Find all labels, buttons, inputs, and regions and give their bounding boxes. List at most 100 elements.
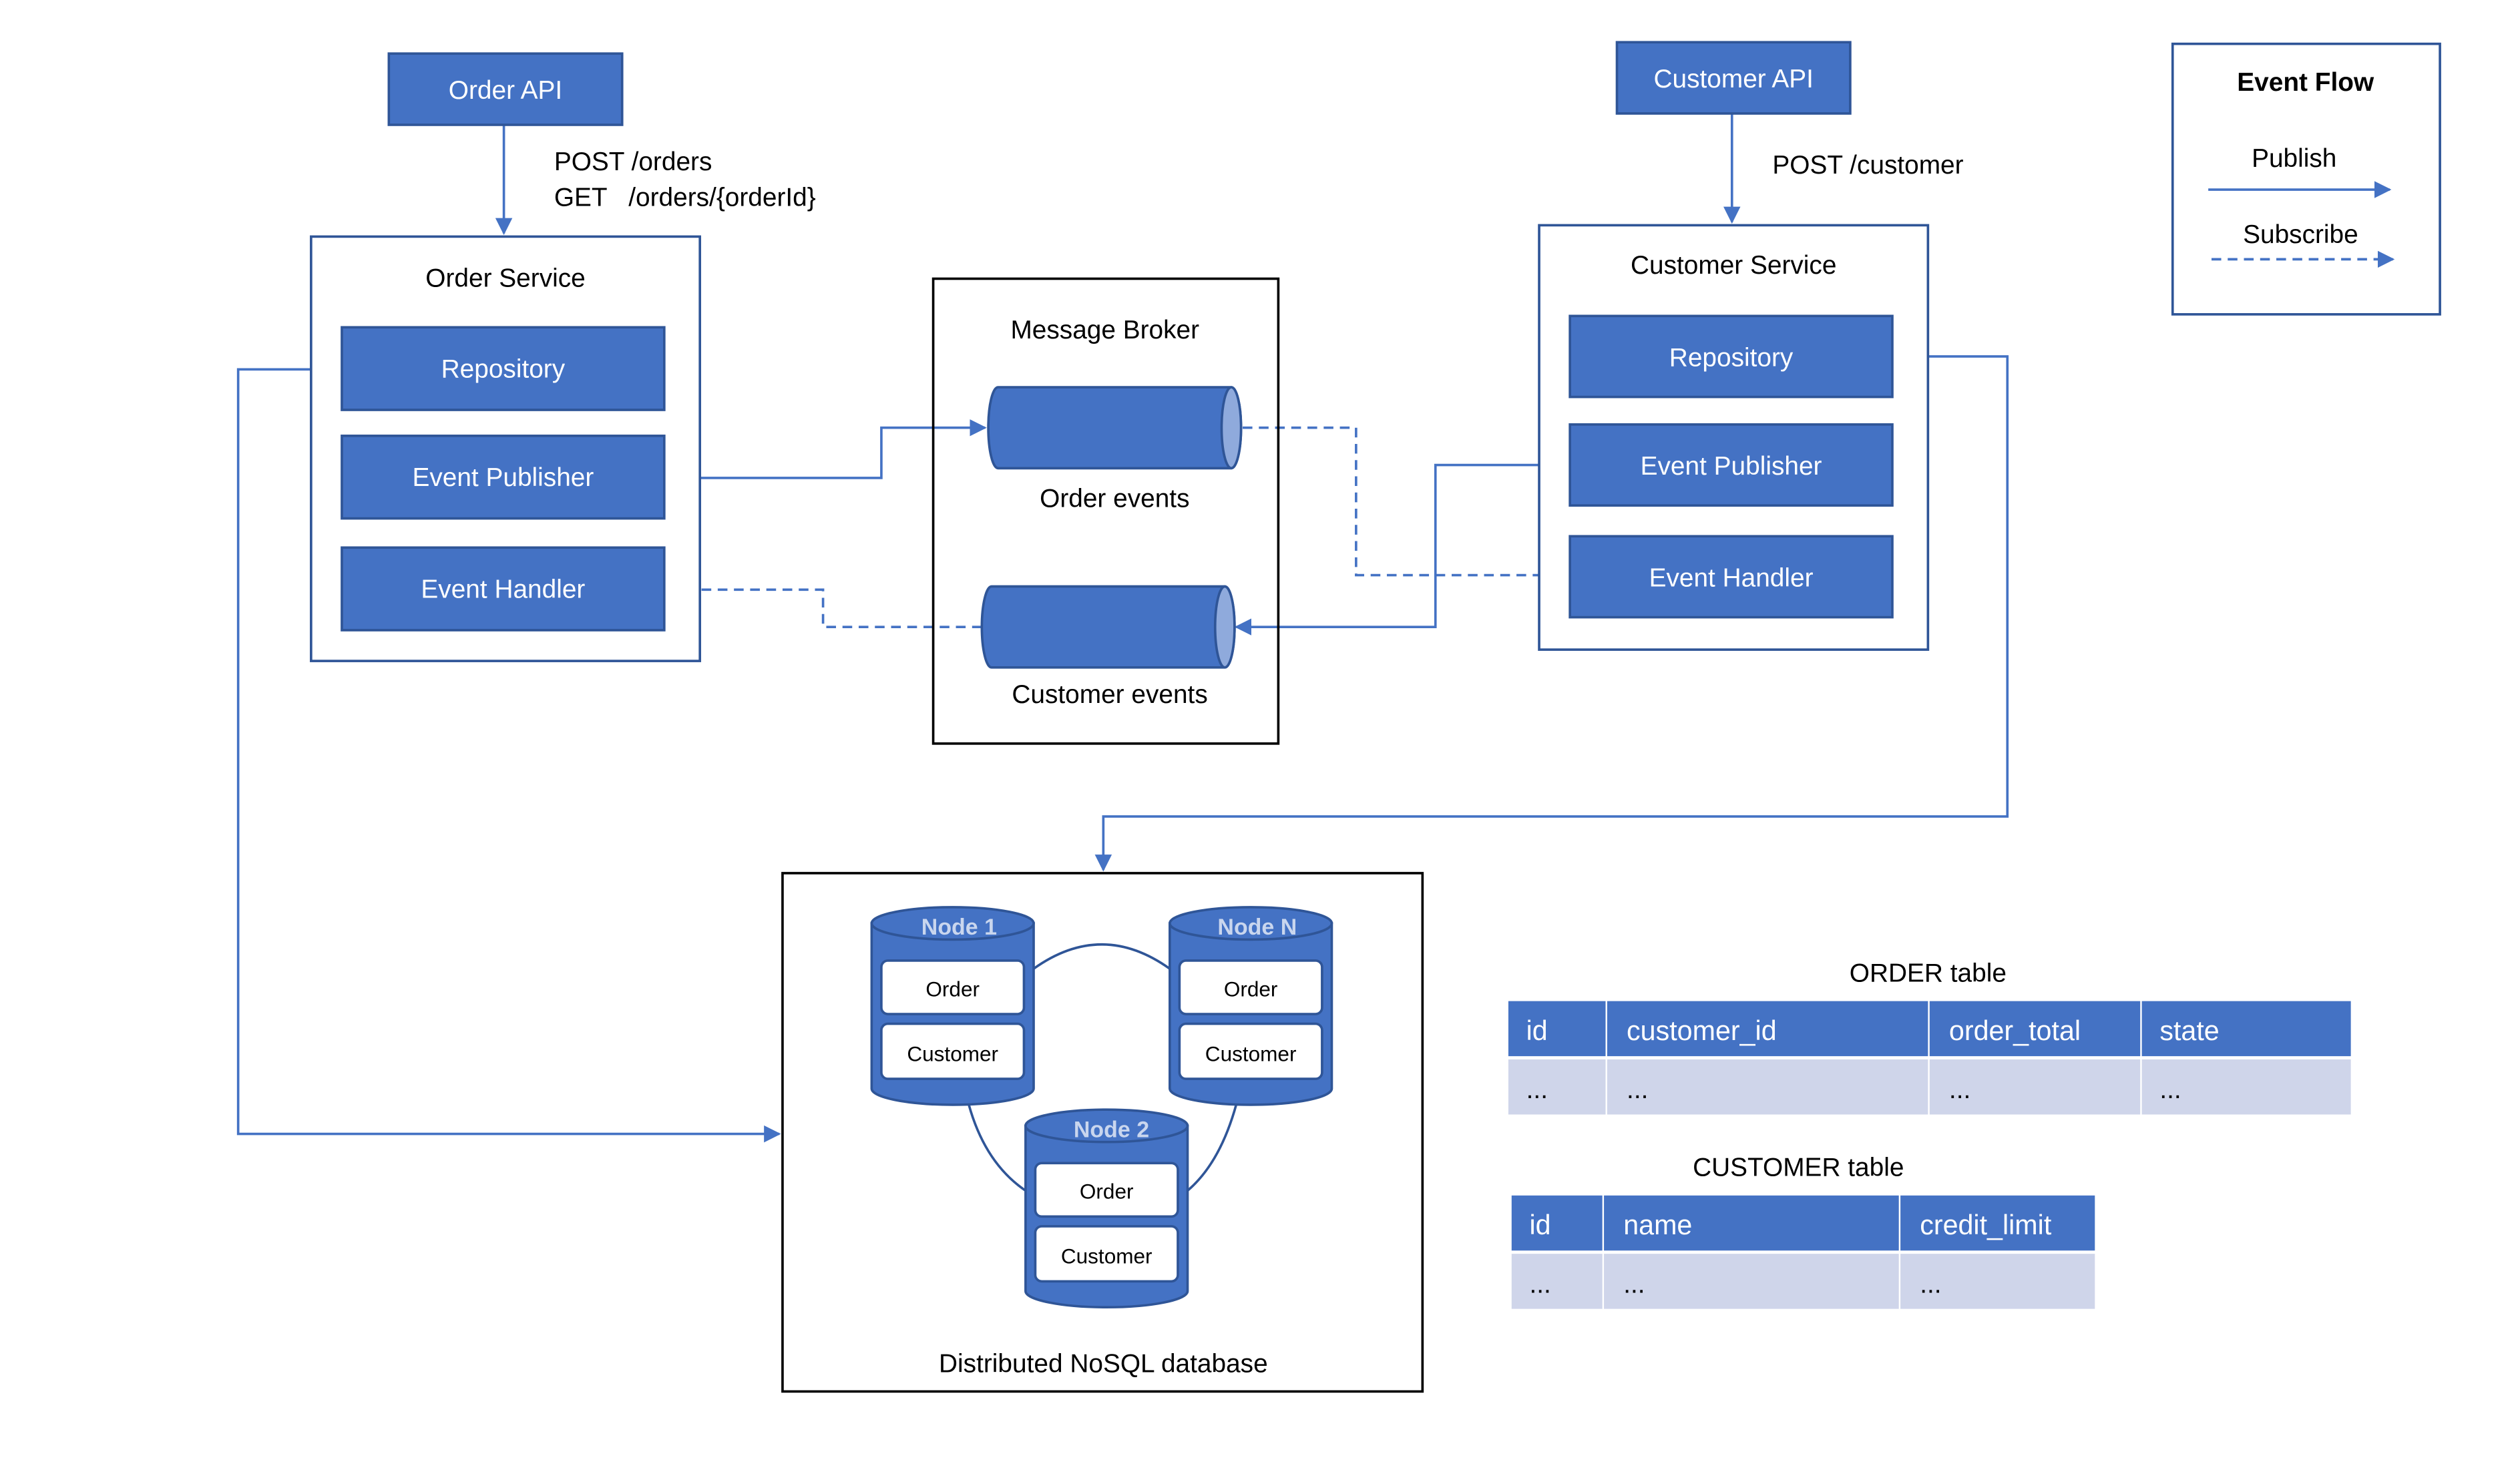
order-api-label: Order API [449, 76, 562, 105]
database-title: Distributed NoSQL database [939, 1349, 1268, 1378]
ring-arc-1-n [1032, 943, 1171, 970]
customer-api-label: Customer API [1653, 65, 1813, 93]
legend-frame [2171, 42, 2441, 316]
node-n-label: Node N [1217, 915, 1297, 940]
customer-event-publisher-box [1569, 423, 1894, 507]
node-n-top [1169, 906, 1333, 941]
node-1: Node 1 Order Customer [870, 906, 1035, 1106]
customer-api-box [1615, 41, 1852, 115]
node-1-order-label: Order [925, 977, 980, 1001]
order-publish-connector [664, 419, 987, 479]
customer-repository-box [1569, 314, 1894, 399]
node-2-customer [1034, 1225, 1179, 1283]
order-table-col-state: state [2159, 1015, 2219, 1046]
legend-publish-label: Publish [2252, 144, 2336, 173]
order-table-header-id [1508, 1001, 1606, 1057]
order-event-handler-label: Event Handler [421, 575, 585, 603]
node-n-customer [1178, 1022, 1323, 1080]
node-1-label: Node 1 [921, 915, 997, 940]
order-events-queue-body [987, 386, 1243, 470]
customer-subscribe-connector [666, 581, 982, 628]
order-events-queue-cap [1220, 386, 1243, 470]
order-repository-label: Repository [441, 354, 566, 383]
order-table-header-order-total [1929, 1001, 2141, 1057]
node-2-label: Node 2 [1074, 1117, 1149, 1142]
order-event-publisher-label: Event Publisher [412, 463, 594, 492]
customer-events-queue-cap [1213, 585, 1236, 669]
customer-events-label: Customer events [1012, 680, 1207, 709]
order-table-col-order-total: order_total [1949, 1015, 2081, 1046]
legend: Event Flow Publish Subscribe [2171, 42, 2441, 316]
customer-event-handler-box [1569, 535, 1894, 619]
customer-table-header-id [1511, 1195, 1603, 1251]
nosql-database: Node 1 Order Customer Node N Order Custo… [781, 872, 1424, 1393]
order-table-row-state: ... [2159, 1075, 2181, 1104]
customer-table-col-name: name [1623, 1210, 1692, 1240]
legend-subscribe-label: Subscribe [2243, 220, 2358, 249]
order-api-box [387, 52, 624, 126]
ring-arc-n-2 [1187, 1104, 1238, 1192]
node-2-order-label: Order [1080, 1180, 1134, 1204]
node-ring [968, 943, 1238, 1192]
order-table-cell-customer-id [1607, 1059, 1928, 1115]
customer-table-cell-id [1511, 1254, 1603, 1309]
order-repository-db-connector [236, 368, 781, 1143]
database-frame [781, 872, 1424, 1393]
order-table-cell-id [1508, 1059, 1606, 1115]
customer-publish-connector [1234, 463, 1571, 636]
customer-table-cell-credit-limit [1900, 1254, 2095, 1309]
node-n: Node N Order Customer [1169, 906, 1333, 1106]
order-table: ORDER table id customer_id order_total s… [1508, 959, 2351, 1115]
customer-table-row-id: ... [1529, 1270, 1550, 1298]
customer-table-row-credit-limit: ... [1920, 1270, 1941, 1298]
node-1-top [870, 906, 1035, 941]
node-n-order [1178, 959, 1323, 1015]
customer-repository-db-connector [1094, 355, 2009, 872]
node-2-customer-label: Customer [1061, 1244, 1153, 1268]
order-event-handler-box [341, 546, 666, 632]
order-event-publisher-box [341, 435, 666, 520]
customer-table-cell-name [1604, 1254, 1899, 1309]
order-api-post-endpoint: POST /orders [554, 148, 712, 176]
order-events-label: Order events [1040, 485, 1189, 513]
node-1-customer [880, 1022, 1026, 1080]
node-1-customer-label: Customer [907, 1041, 998, 1065]
ring-arc-1-2 [968, 1104, 1026, 1192]
order-table-row-order-total: ... [1949, 1075, 1970, 1104]
order-api: Order API POST /orders GET /orders/{orde… [387, 52, 816, 212]
order-service: Order Service Repository Event Publisher… [310, 235, 702, 662]
message-broker-title: Message Broker [1010, 316, 1199, 344]
customer-table-col-id: id [1529, 1210, 1550, 1240]
order-table-header-customer-id [1607, 1001, 1928, 1057]
node-1-order [880, 959, 1026, 1015]
customer-api-post-endpoint: POST /customer [1772, 151, 1963, 180]
order-api-get-endpoint: GET /orders/{orderId} [554, 183, 816, 212]
customer-table: CUSTOMER table id name credit_limit ... … [1511, 1154, 2095, 1309]
node-n-order-label: Order [1224, 977, 1278, 1001]
connectors [236, 113, 2009, 1143]
message-broker: Message Broker Order events Customer eve… [931, 277, 1280, 745]
customer-table-row-name: ... [1623, 1270, 1645, 1298]
customer-repository-label: Repository [1669, 344, 1794, 373]
customer-table-col-credit-limit: credit_limit [1920, 1210, 2052, 1240]
order-table-cell-state [2141, 1059, 2351, 1115]
node-2-top [1024, 1108, 1189, 1144]
order-table-row-id: ... [1526, 1075, 1548, 1104]
order-table-cell-order-total [1929, 1059, 2141, 1115]
order-events-queue [987, 386, 1243, 470]
customer-events-queue [980, 585, 1236, 669]
customer-table-title: CUSTOMER table [1693, 1154, 1904, 1182]
customer-service-title: Customer Service [1631, 251, 1836, 280]
node-n-customer-label: Customer [1205, 1041, 1297, 1065]
legend-title: Event Flow [2237, 68, 2374, 97]
order-table-col-customer-id: customer_id [1627, 1015, 1777, 1046]
customer-event-handler-label: Event Handler [1649, 563, 1814, 592]
customer-event-publisher-label: Event Publisher [1641, 452, 1822, 481]
customer-service: Customer Service Repository Event Publis… [1538, 224, 1930, 651]
order-table-row-customer-id: ... [1627, 1075, 1648, 1104]
customer-api: Customer API POST /customer [1615, 41, 1964, 180]
node-2-order [1034, 1162, 1179, 1218]
order-table-header-state [2141, 1001, 2351, 1057]
